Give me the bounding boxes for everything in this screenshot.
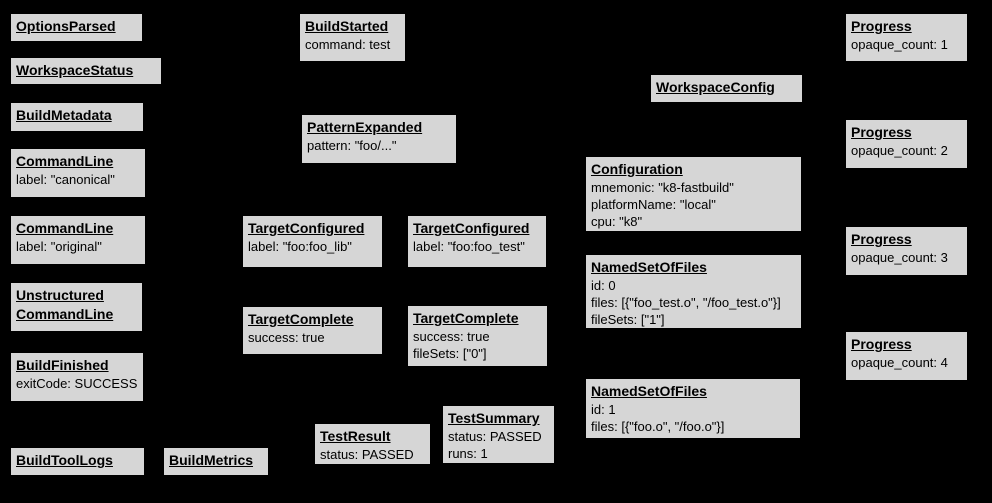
node-target-complete-foo-test: TargetComplete success: true fileSets: [… — [407, 305, 548, 367]
node-title: BuildFinished — [16, 357, 109, 373]
node-title: CommandLine — [16, 153, 114, 169]
node-field: opaque_count: 3 — [851, 250, 948, 265]
node-progress-4: Progress opaque_count: 4 — [845, 331, 968, 381]
node-field: files: [{"foo_test.o", "/foo_test.o"}] — [591, 295, 781, 310]
node-title: TargetComplete — [248, 311, 354, 327]
node-field: label: "original" — [16, 239, 102, 254]
node-command-line-original: CommandLine label: "original" — [10, 215, 146, 265]
node-build-tool-logs: BuildToolLogs — [10, 447, 145, 476]
node-field: label: "foo:foo_lib" — [248, 239, 352, 254]
node-title: WorkspaceConfig — [656, 79, 775, 95]
node-build-metadata: BuildMetadata — [10, 102, 144, 132]
node-named-set-of-files-1: NamedSetOfFiles id: 1 files: [{"foo.o", … — [585, 378, 801, 439]
node-options-parsed: OptionsParsed — [10, 13, 143, 42]
node-progress-3: Progress opaque_count: 3 — [845, 226, 968, 276]
node-field: fileSets: ["0"] — [413, 346, 487, 361]
node-title: BuildStarted — [305, 18, 389, 34]
node-build-started: BuildStarted command: test — [299, 13, 406, 62]
node-test-result: TestResult status: PASSED — [314, 423, 431, 465]
node-workspace-config: WorkspaceConfig — [650, 74, 803, 103]
node-title: NamedSetOfFiles — [591, 259, 707, 275]
node-title: Progress — [851, 336, 912, 352]
node-title: CommandLine — [16, 220, 114, 236]
node-workspace-status: WorkspaceStatus — [10, 57, 162, 85]
node-title: WorkspaceStatus — [16, 62, 134, 78]
node-title: TargetConfigured — [413, 220, 530, 236]
node-field: runs: 1 — [448, 446, 488, 461]
node-title: TestResult — [320, 428, 391, 444]
node-title: PatternExpanded — [307, 119, 423, 135]
node-field: opaque_count: 2 — [851, 143, 948, 158]
node-target-configured-foo-test: TargetConfigured label: "foo:foo_test" — [407, 215, 547, 268]
node-field: fileSets: ["1"] — [591, 312, 665, 327]
node-command-line-canonical: CommandLine label: "canonical" — [10, 148, 146, 198]
node-title: TargetConfigured — [248, 220, 365, 236]
node-field: pattern: "foo/..." — [307, 138, 397, 153]
node-title: TargetComplete — [413, 310, 519, 326]
node-field: label: "foo:foo_test" — [413, 239, 525, 254]
node-field: success: true — [248, 330, 325, 345]
node-field: command: test — [305, 37, 391, 52]
node-title: BuildToolLogs — [16, 452, 113, 468]
node-title: BuildMetadata — [16, 107, 112, 123]
node-field: status: PASSED — [448, 429, 542, 444]
node-title: Progress — [851, 124, 912, 140]
node-title: OptionsParsed — [16, 18, 116, 34]
node-configuration: Configuration mnemonic: "k8-fastbuild" p… — [585, 156, 802, 232]
node-field: id: 0 — [591, 278, 616, 293]
node-field: label: "canonical" — [16, 172, 115, 187]
node-progress-2: Progress opaque_count: 2 — [845, 119, 968, 169]
node-title: TestSummary — [448, 410, 540, 426]
node-title: Configuration — [591, 161, 683, 177]
node-field: success: true — [413, 329, 490, 344]
node-progress-1: Progress opaque_count: 1 — [845, 13, 968, 62]
node-target-configured-foo-lib: TargetConfigured label: "foo:foo_lib" — [242, 215, 383, 268]
node-title: NamedSetOfFiles — [591, 383, 707, 399]
node-title: BuildMetrics — [169, 452, 254, 468]
node-title: CommandLine — [16, 306, 114, 322]
node-unstructured-command-line: Unstructured CommandLine — [10, 282, 143, 332]
node-title: Progress — [851, 231, 912, 247]
node-title: Progress — [851, 18, 912, 34]
node-title: Unstructured — [16, 287, 104, 303]
node-target-complete-foo-lib: TargetComplete success: true — [242, 306, 383, 355]
node-field: status: PASSED — [320, 447, 414, 462]
node-field: id: 1 — [591, 402, 616, 417]
node-test-summary: TestSummary status: PASSED runs: 1 — [442, 405, 555, 464]
node-build-metrics: BuildMetrics — [163, 447, 269, 476]
node-field: files: [{"foo.o", "/foo.o"}] — [591, 419, 725, 434]
node-field: opaque_count: 1 — [851, 37, 948, 52]
node-build-finished: BuildFinished exitCode: SUCCESS — [10, 352, 144, 402]
node-pattern-expanded: PatternExpanded pattern: "foo/..." — [301, 114, 457, 164]
node-field: platformName: "local" — [591, 197, 716, 212]
node-field: mnemonic: "k8-fastbuild" — [591, 180, 734, 195]
node-named-set-of-files-0: NamedSetOfFiles id: 0 files: [{"foo_test… — [585, 254, 802, 329]
node-field: exitCode: SUCCESS — [16, 376, 138, 391]
node-field: cpu: "k8" — [591, 214, 643, 229]
node-field: opaque_count: 4 — [851, 355, 948, 370]
